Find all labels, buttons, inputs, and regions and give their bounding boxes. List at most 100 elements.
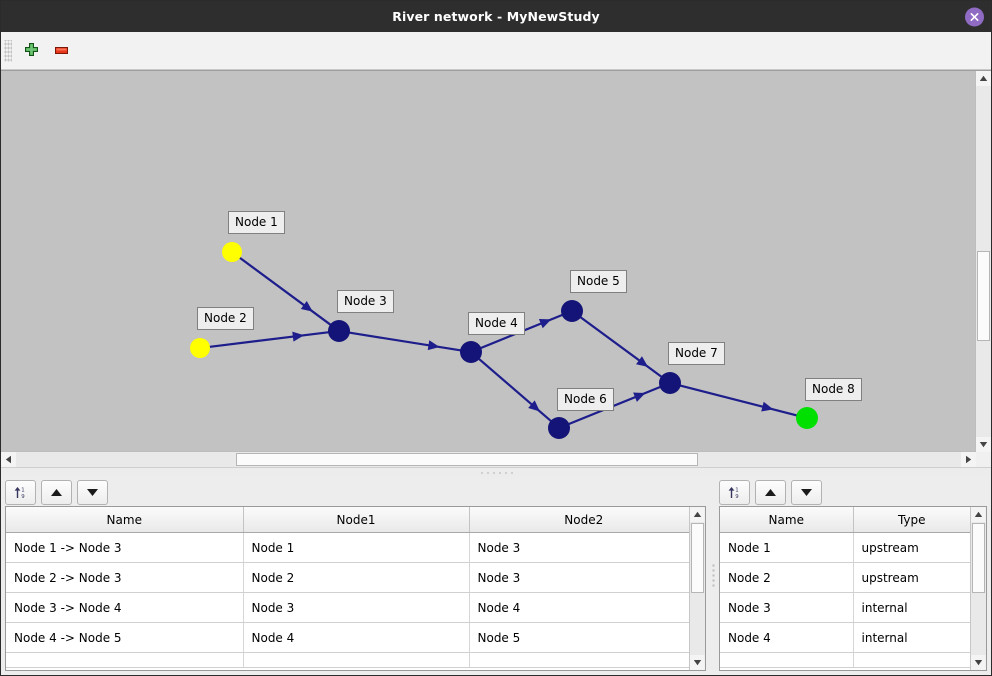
graph-node-node-7[interactable]: [659, 372, 681, 394]
nodes-move-up-button[interactable]: [755, 479, 786, 505]
graph-node-node-2[interactable]: [190, 338, 210, 358]
table-cell[interactable]: Node 5: [469, 622, 689, 653]
vertical-splitter[interactable]: [710, 477, 715, 675]
scroll-left-button[interactable]: [1, 452, 16, 467]
reaches-scroll-thumb[interactable]: [691, 523, 704, 593]
table-cell[interactable]: Node 3: [243, 592, 470, 623]
table-cell[interactable]: [720, 652, 854, 668]
table-cell[interactable]: Node 1: [243, 532, 470, 563]
graph-node-node-6[interactable]: [548, 417, 570, 439]
table-cell[interactable]: Node 2: [720, 562, 854, 593]
graph-edge[interactable]: [477, 357, 553, 423]
table-cell[interactable]: Node 2 -> Node 3: [6, 562, 244, 593]
column-header-name[interactable]: Name: [720, 507, 854, 533]
table-cell[interactable]: upstream: [853, 562, 970, 593]
table-cell[interactable]: Node 3: [469, 562, 689, 593]
graph-node-label-node-6[interactable]: Node 6: [557, 388, 614, 411]
graph-edge[interactable]: [238, 256, 332, 326]
nodes-scroll-up-button[interactable]: [971, 507, 985, 522]
graph-node-node-3[interactable]: [328, 320, 350, 342]
graph-edge[interactable]: [579, 316, 663, 378]
add-node-button[interactable]: [16, 36, 46, 66]
table-cell[interactable]: [469, 652, 689, 668]
table-cell[interactable]: Node 4 -> Node 5: [6, 622, 244, 653]
reaches-scroll-up-button[interactable]: [690, 507, 704, 522]
horizontal-splitter[interactable]: [1, 467, 991, 477]
reaches-vertical-scrollbar[interactable]: [689, 507, 705, 670]
scroll-down-button[interactable]: [976, 437, 991, 452]
nodes-vertical-scrollbar[interactable]: [970, 507, 986, 670]
table-cell[interactable]: internal: [853, 592, 970, 623]
table-cell[interactable]: Node 3 -> Node 4: [6, 592, 244, 623]
nodes-sort-button[interactable]: 1 9: [719, 479, 750, 505]
graph-edge[interactable]: [348, 331, 462, 352]
graph-node-label-node-8[interactable]: Node 8: [805, 378, 862, 401]
graph-node-node-4[interactable]: [460, 341, 482, 363]
reaches-move-down-button[interactable]: [77, 479, 108, 505]
table-cell[interactable]: upstream: [853, 532, 970, 563]
column-header-name[interactable]: Name: [6, 507, 244, 533]
table-cell[interactable]: internal: [853, 622, 970, 653]
scroll-up-button[interactable]: [976, 71, 991, 86]
nodes-scroll-thumb[interactable]: [972, 523, 985, 593]
column-header-node1[interactable]: Node1: [243, 507, 470, 533]
column-header-type[interactable]: Type: [853, 507, 970, 533]
table-cell[interactable]: Node 4: [720, 622, 854, 653]
table-cell[interactable]: Node 3: [720, 592, 854, 623]
reaches-move-up-button[interactable]: [41, 479, 72, 505]
arrow-up-icon: [51, 488, 62, 496]
canvas-vertical-scrollbar[interactable]: [975, 71, 991, 452]
column-header-node2[interactable]: Node2: [469, 507, 689, 533]
table-cell[interactable]: Node 4: [469, 592, 689, 623]
vertical-scroll-thumb[interactable]: [977, 251, 990, 341]
table-cell[interactable]: Node 1 -> Node 3: [6, 532, 244, 563]
close-button[interactable]: [965, 7, 984, 26]
graph-edge[interactable]: [208, 331, 330, 348]
nodes-move-down-button[interactable]: [791, 479, 822, 505]
horizontal-scroll-thumb[interactable]: [236, 453, 698, 466]
network-canvas[interactable]: Node 1 Node 2 Node 3 Node 4 Node 5 Node 6 Node…: [1, 71, 976, 452]
network-diagram-panel[interactable]: Node 1 Node 2 Node 3 Node 4 Node 5 Node 6 Node…: [1, 70, 991, 467]
toolbar-grip[interactable]: [4, 39, 12, 62]
graph-node-label-node-5[interactable]: Node 5: [570, 270, 627, 293]
graph-node-node-8[interactable]: [796, 407, 818, 429]
table-cell[interactable]: Node 4: [243, 622, 470, 653]
table-cell[interactable]: Node 2: [243, 562, 470, 593]
reach-row-empty[interactable]: [6, 652, 689, 668]
table-cell[interactable]: Node 1: [720, 532, 854, 563]
graph-edge[interactable]: [679, 384, 798, 417]
graph-node-label-node-2[interactable]: Node 2: [197, 307, 254, 330]
scroll-right-button[interactable]: [961, 452, 976, 467]
graph-node-label-node-3[interactable]: Node 3: [337, 290, 394, 313]
network-graph[interactable]: [1, 71, 976, 452]
table-cell[interactable]: Node 3: [469, 532, 689, 563]
table-cell[interactable]: [6, 652, 244, 668]
canvas-horizontal-scrollbar[interactable]: [1, 451, 976, 467]
nodes-scroll-down-button[interactable]: [971, 655, 985, 670]
graph-node-label-node-1[interactable]: Node 1: [228, 211, 285, 234]
table-cell[interactable]: [243, 652, 470, 668]
reaches-sort-button[interactable]: 1 9: [5, 479, 36, 505]
graph-node-label-node-7[interactable]: Node 7: [668, 342, 725, 365]
delete-node-button[interactable]: [46, 36, 76, 66]
graph-node-node-5[interactable]: [561, 300, 583, 322]
graph-node-node-1[interactable]: [222, 242, 242, 262]
graph-node-label-node-4[interactable]: Node 4: [468, 312, 525, 335]
reaches-scroll-down-button[interactable]: [690, 655, 704, 670]
node-row-empty[interactable]: [720, 652, 970, 668]
table-cell[interactable]: [853, 652, 970, 668]
